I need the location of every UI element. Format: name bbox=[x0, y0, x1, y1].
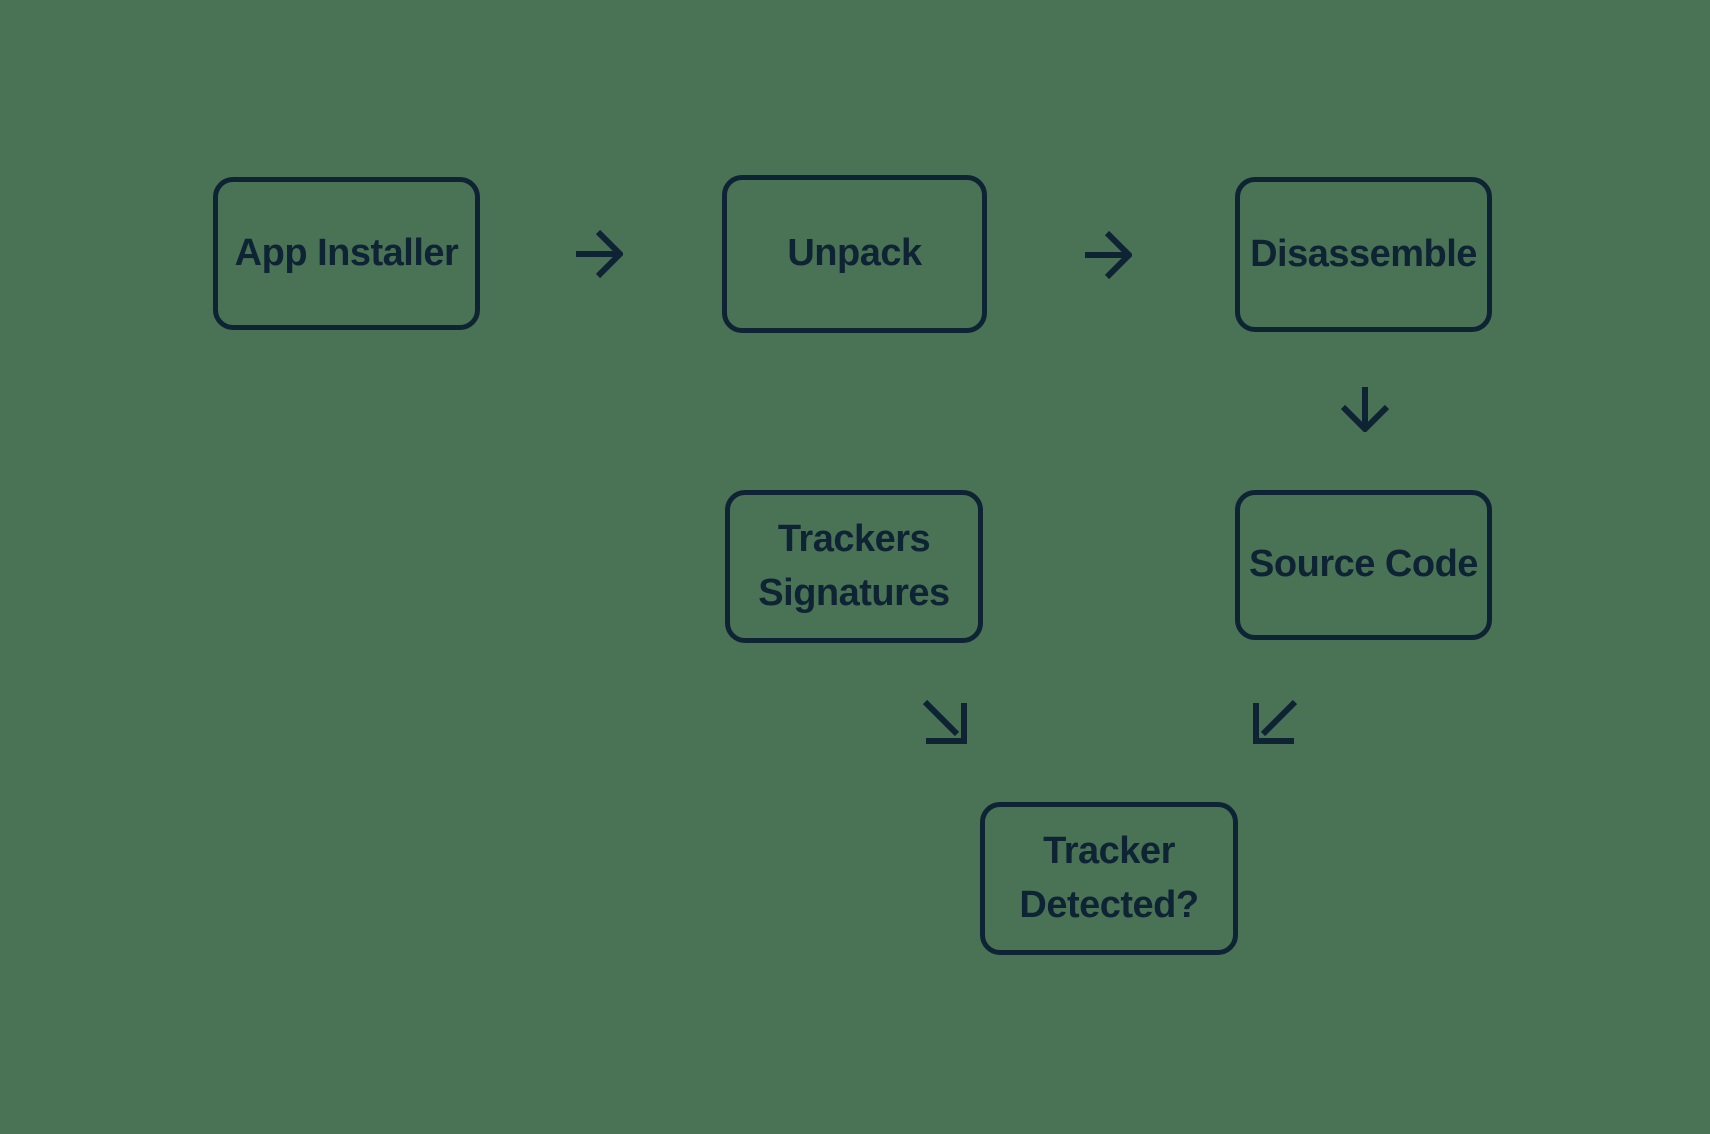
node-unpack-label: Unpack bbox=[787, 232, 922, 275]
arrow-right-icon bbox=[1084, 231, 1132, 279]
node-tracker-detected-label: Tracker Detected? bbox=[1019, 829, 1199, 926]
node-unpack: Unpack bbox=[722, 175, 987, 333]
node-trackers-signatures: Trackers Signatures bbox=[725, 490, 983, 643]
arrow-right-icon bbox=[575, 230, 623, 278]
node-trackers-signatures-label: Trackers Signatures bbox=[758, 517, 950, 614]
arrow-down-left-icon bbox=[1253, 700, 1297, 744]
node-tracker-detected: Tracker Detected? bbox=[980, 802, 1238, 955]
node-source-code-label: Source Code bbox=[1249, 543, 1478, 586]
node-disassemble-label: Disassemble bbox=[1250, 232, 1477, 275]
arrow-down-icon bbox=[1341, 386, 1389, 432]
node-app-installer-label: App Installer bbox=[234, 231, 459, 274]
node-app-installer: App Installer bbox=[213, 177, 480, 330]
node-disassemble: Disassemble bbox=[1235, 177, 1492, 332]
node-source-code: Source Code bbox=[1235, 490, 1492, 640]
arrow-down-right-icon bbox=[923, 700, 967, 744]
